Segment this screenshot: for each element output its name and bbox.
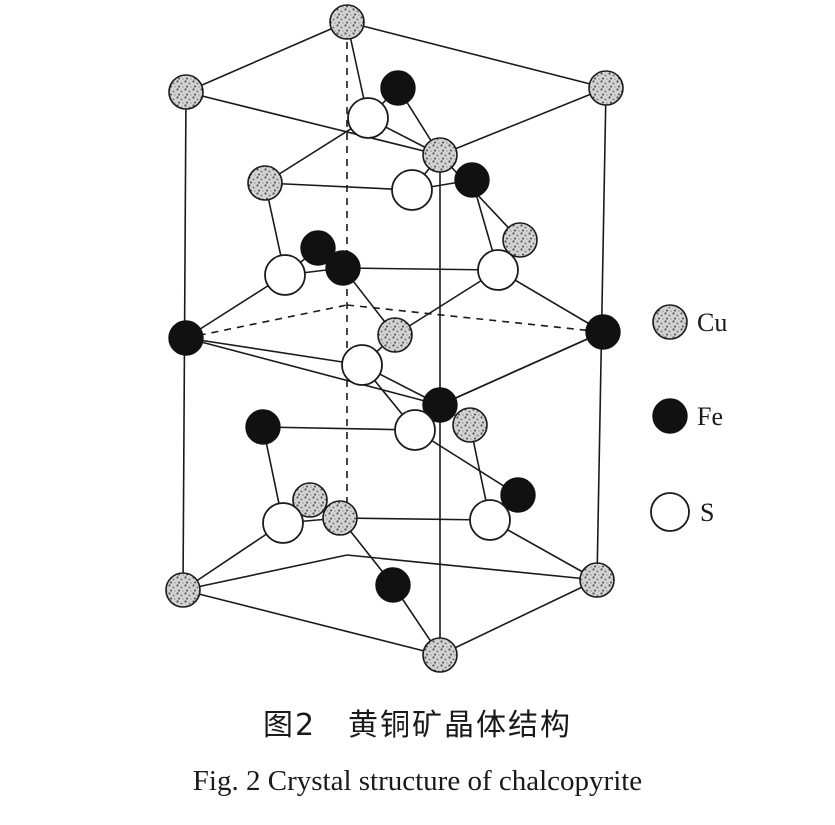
atom-bond <box>339 517 491 521</box>
frame-edge <box>185 337 441 406</box>
s-atom <box>262 502 304 544</box>
cu-atom <box>292 482 328 518</box>
frame-edge <box>182 554 348 591</box>
cu-atom <box>322 500 358 536</box>
atom-bond <box>342 267 499 271</box>
cu-atom <box>579 562 615 598</box>
cu-atom <box>502 222 538 258</box>
s-atom <box>394 409 436 451</box>
s-atom <box>341 344 383 386</box>
legend-cu-symbol <box>652 304 688 340</box>
cu-atom <box>329 4 365 40</box>
s-atom <box>347 97 389 139</box>
legend: Cu Fe S <box>650 304 727 532</box>
s-atom <box>391 169 433 211</box>
cu-atom <box>422 137 458 173</box>
fe-atom <box>380 70 416 106</box>
atoms-layer <box>165 4 624 673</box>
frame-edge <box>185 21 348 93</box>
figure-caption-english: Fig. 2 Crystal structure of chalcopyrite <box>192 765 643 797</box>
fe-atom <box>454 162 490 198</box>
frame-edge <box>439 87 607 156</box>
frame-edge <box>182 589 441 656</box>
fe-atom <box>168 320 204 356</box>
fe-atom <box>500 477 536 513</box>
legend-fe-symbol <box>652 398 688 434</box>
cu-atom <box>588 70 624 106</box>
legend-cu-label: Cu <box>697 308 727 337</box>
atom-bond <box>439 331 604 406</box>
hidden-edge <box>346 304 604 333</box>
cu-atom <box>168 74 204 110</box>
frame-edge <box>185 91 441 156</box>
s-atom <box>264 254 306 296</box>
fe-atom <box>375 567 411 603</box>
fe-atom <box>300 230 336 266</box>
fe-atom <box>325 250 361 286</box>
legend-s-symbol <box>650 492 690 532</box>
frame-edge <box>439 579 598 656</box>
frame-edge <box>346 554 598 581</box>
atom-bond <box>264 182 413 191</box>
hidden-edge <box>185 304 348 339</box>
atom-bond <box>185 337 363 366</box>
cu-atom <box>247 165 283 201</box>
atom-bond <box>262 426 416 431</box>
fe-atom <box>585 314 621 350</box>
cu-atom <box>452 407 488 443</box>
fe-atom <box>245 409 281 445</box>
cu-atom <box>377 317 413 353</box>
cu-atom <box>422 637 458 673</box>
legend-fe-label: Fe <box>697 402 723 431</box>
legend-s-label: S <box>700 498 714 527</box>
s-atom <box>477 249 519 291</box>
frame-edge <box>346 21 607 89</box>
figure-caption-chinese: 图2 黄铜矿晶体结构 <box>262 708 573 743</box>
cu-atom <box>165 572 201 608</box>
atom-bond <box>439 154 521 241</box>
fe-atom <box>422 387 458 423</box>
s-atom <box>469 499 511 541</box>
